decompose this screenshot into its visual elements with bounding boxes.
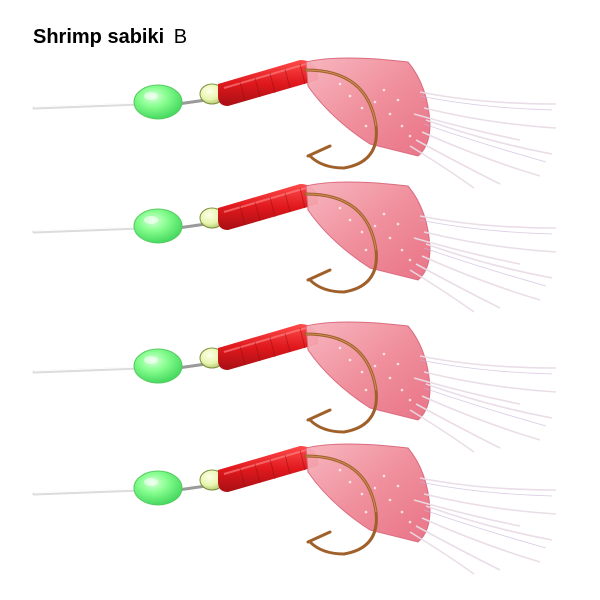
pink-skirt: [305, 443, 431, 543]
shrimp-lure-1: [0, 56, 600, 196]
pink-skirt: [305, 181, 431, 281]
leader-line: [32, 102, 144, 110]
flash-tails: [409, 215, 557, 313]
green-bead: [133, 84, 183, 120]
red-thread-body: [218, 184, 318, 230]
swivel: [177, 362, 207, 370]
shrimp-lure-4: [0, 442, 600, 582]
leader-line: [32, 226, 144, 234]
swivel: [177, 98, 207, 106]
leader-line: [32, 488, 144, 496]
green-bead: [133, 208, 183, 244]
green-bead: [133, 348, 183, 384]
red-thread-body: [218, 60, 318, 106]
red-thread-body: [218, 446, 318, 492]
shrimp-lure-2: [0, 180, 600, 320]
swivel: [177, 222, 207, 230]
product-name: Shrimp sabiki: [33, 26, 165, 48]
shrimp-lure-3: [0, 320, 600, 460]
product-variant: B: [173, 26, 188, 48]
leader-line: [32, 366, 144, 374]
pink-skirt: [305, 321, 431, 421]
swivel: [177, 484, 207, 492]
flash-tails: [409, 91, 557, 189]
green-bead: [133, 470, 183, 506]
pink-skirt: [305, 57, 431, 157]
red-thread-body: [218, 324, 318, 370]
flash-tails: [409, 355, 557, 453]
flash-tails: [409, 477, 557, 575]
product-title: Shrimp sabiki B: [33, 26, 187, 49]
